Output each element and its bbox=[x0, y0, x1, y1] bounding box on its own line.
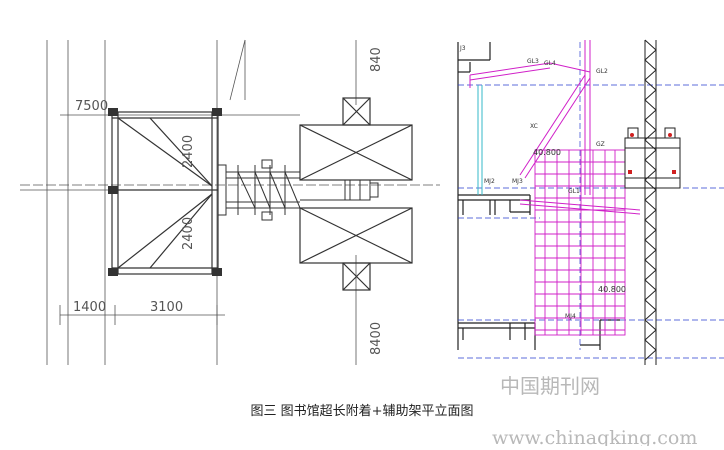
dim-1400: 1400 bbox=[73, 300, 106, 315]
watermark-url: www.chinaqking.com bbox=[492, 427, 697, 446]
watermark-cn: 中国期刊网 bbox=[500, 374, 600, 398]
watermark: 中国期刊网 www.chinaqking.com bbox=[492, 374, 697, 449]
label-gz: GZ bbox=[596, 141, 605, 148]
dim-8400-bottom: 8400 bbox=[369, 322, 384, 355]
label-xc: XC bbox=[530, 123, 538, 130]
label-j3: J3 bbox=[459, 45, 466, 52]
label-mj4: MJ4 bbox=[565, 313, 576, 320]
left-plan-drawing: 7500 2400 2400 1400 3100 840 8400 bbox=[20, 39, 440, 365]
dim-840-top: 840 bbox=[369, 47, 384, 72]
label-mj2: MJ2 bbox=[484, 178, 495, 185]
label-mj3: MJ3 bbox=[512, 178, 523, 185]
right-elevation-drawing: GL3 GL4 GL2 J3 XC GZ 40.800 MJ2 MJ3 GL1 … bbox=[457, 39, 724, 365]
label-elev-bottom: 40.800 bbox=[598, 285, 626, 294]
dim-2400-top: 2400 bbox=[181, 135, 196, 168]
figure-caption: 图三 图书馆超长附着+辅助架平立面图 bbox=[250, 404, 474, 419]
label-gl4: GL4 bbox=[544, 60, 556, 67]
auxiliary-scaffold-grid bbox=[534, 149, 626, 336]
label-gl1: GL1 bbox=[568, 188, 580, 195]
tower-mast bbox=[624, 39, 681, 365]
label-gl3: GL3 bbox=[527, 58, 539, 65]
label-gl2: GL2 bbox=[596, 68, 608, 75]
dim-7500: 7500 bbox=[75, 99, 108, 114]
dim-2400-bottom: 2400 bbox=[181, 217, 196, 250]
dim-3100: 3100 bbox=[150, 300, 183, 315]
label-elev-top: 40.800 bbox=[533, 148, 561, 157]
